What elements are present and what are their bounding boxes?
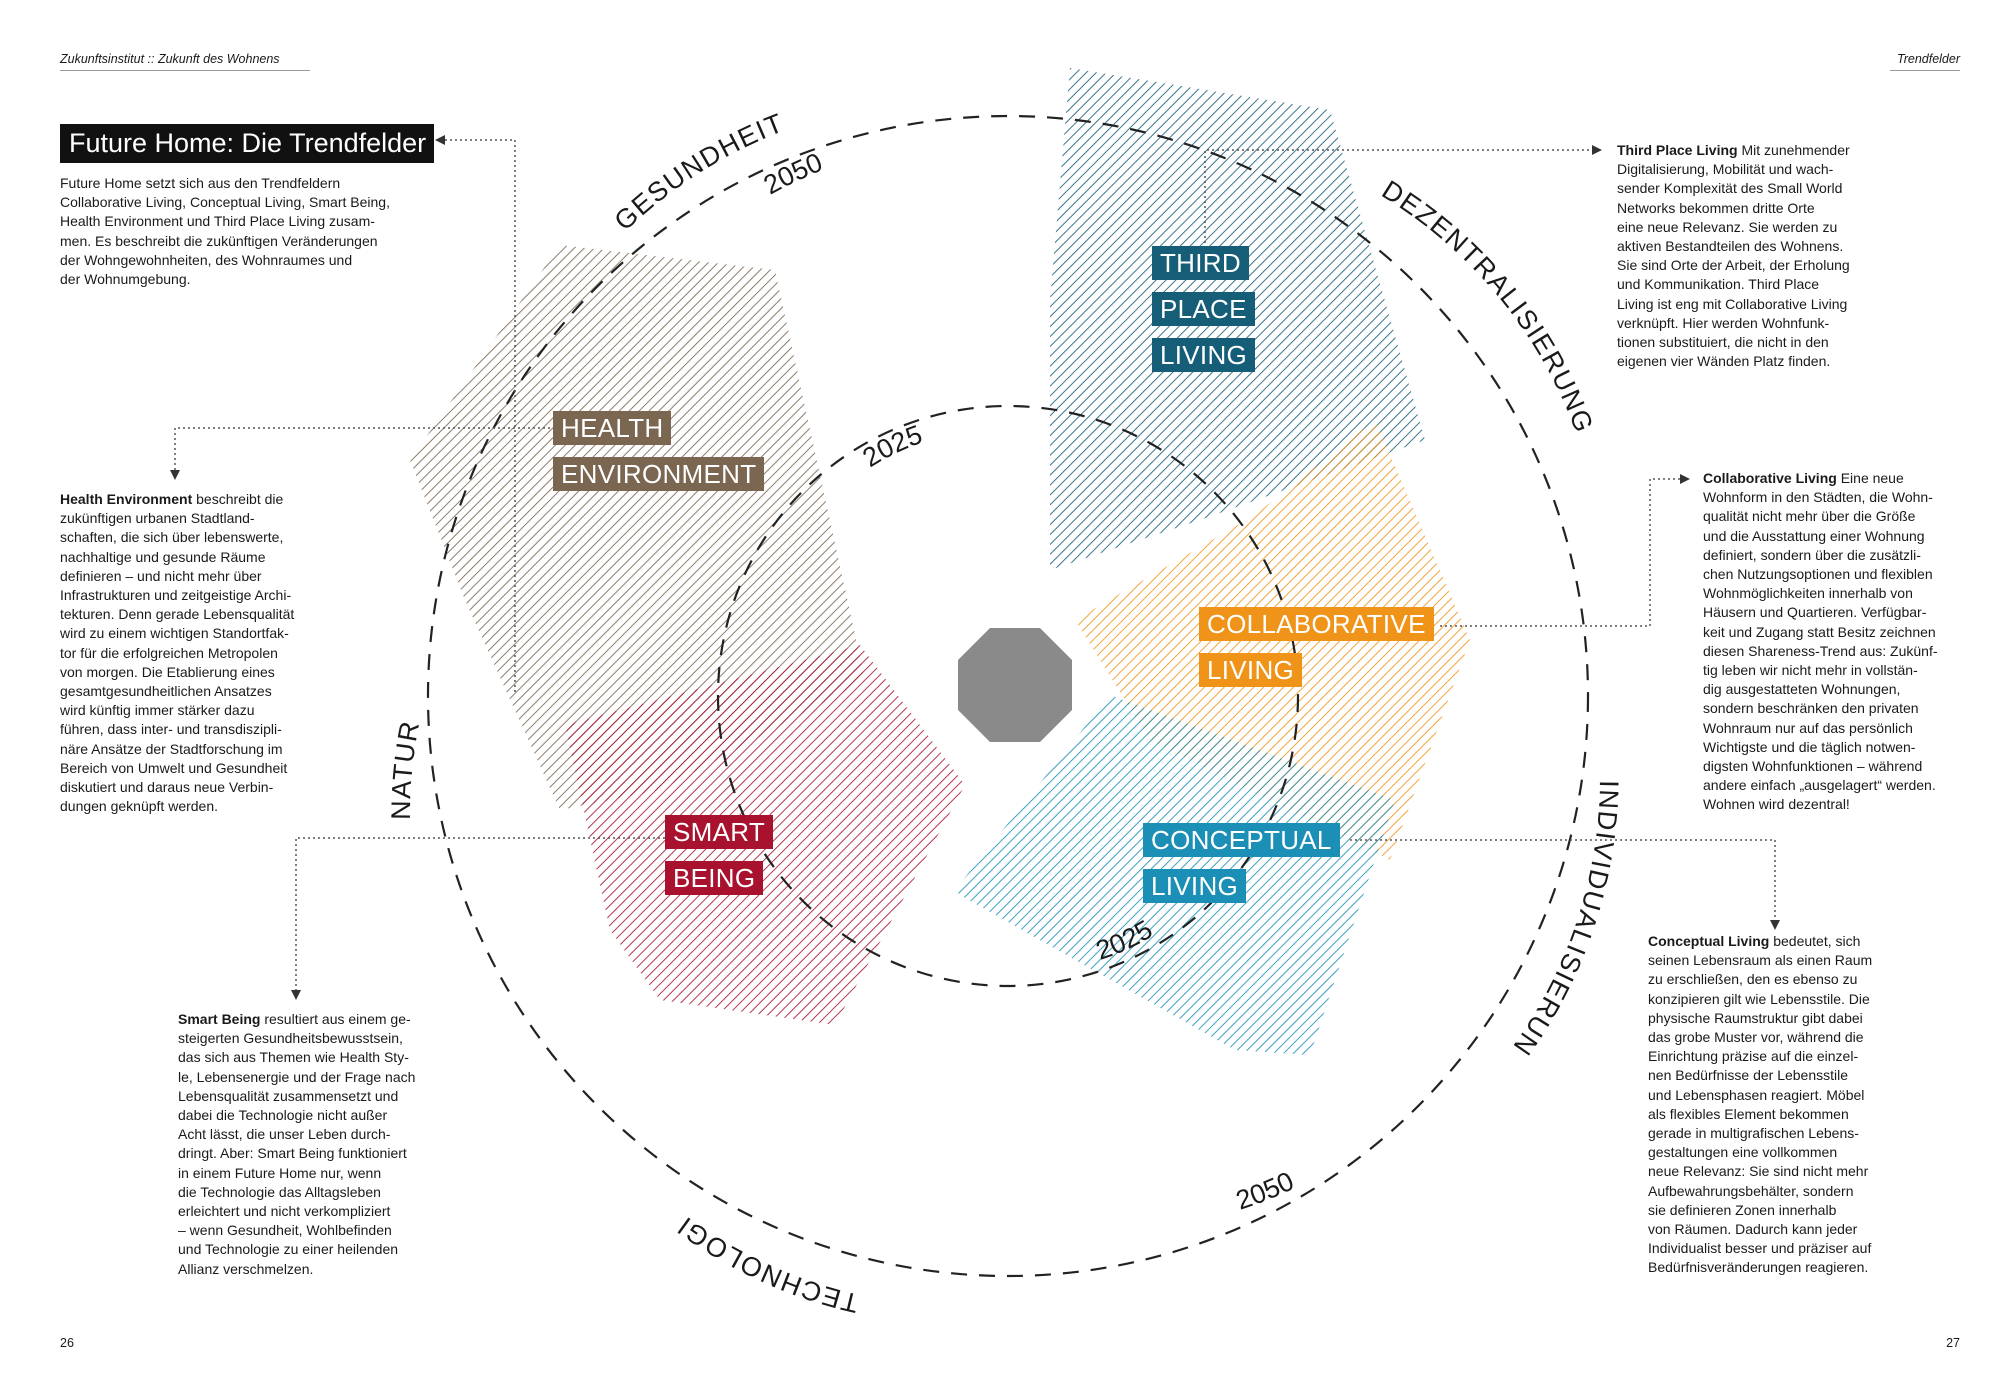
- health-label-line-1: HEALTH: [553, 411, 672, 445]
- smart-being-text: resultiert aus einem ge- steigerten Gesu…: [178, 1011, 416, 1277]
- connector-arrows: [170, 135, 1780, 1000]
- page-title: Future Home: Die Trendfelder: [60, 124, 435, 163]
- health-environment-term: Health Environment: [60, 491, 193, 507]
- third-label-line-3: LIVING: [1152, 338, 1256, 372]
- third-label-line-2: PLACE: [1152, 292, 1255, 326]
- header-rule-right: [1890, 70, 1960, 71]
- health-environment-text: beschreibt die zukünftigen urbanen Stadt…: [60, 491, 295, 815]
- collab-label-line-1: COLLABORATIVE: [1199, 607, 1434, 641]
- third-place-living-paragraph: Third Place Living Mit zunehmender Digit…: [1617, 141, 1907, 371]
- arrow-third: [1592, 145, 1602, 155]
- conceptual-living-term: Conceptual Living: [1648, 933, 1770, 949]
- smart-being-term: Smart Being: [178, 1011, 261, 1027]
- arrow-title: [435, 135, 445, 145]
- arrow-collab: [1680, 474, 1690, 484]
- center-octagon: [958, 628, 1072, 742]
- year-2025-top: 2025: [857, 419, 926, 473]
- arrow-health: [170, 470, 180, 480]
- driver-natur: NATUR: [386, 718, 425, 820]
- collaborative-living-term: Collaborative Living: [1703, 470, 1837, 486]
- arrow-smart: [291, 990, 301, 1000]
- year-2050-bottom: 2050: [1232, 1166, 1298, 1216]
- header-rule-left: [60, 70, 310, 71]
- smart-label-line-2: BEING: [665, 861, 764, 895]
- intro-text: Future Home setzt sich aus den Trendfeld…: [60, 175, 390, 288]
- page-number-left: 26: [60, 1336, 74, 1350]
- health-environment-paragraph: Health Environment beschreibt die zukünf…: [60, 490, 325, 816]
- connector-conceptual: [1350, 839, 1776, 920]
- connector-third: [1204, 149, 1592, 258]
- smart-label-line-1: SMART: [665, 815, 774, 849]
- third-place-living-term: Third Place Living: [1617, 142, 1738, 158]
- page-number-right: 27: [1946, 1336, 1960, 1350]
- conceptual-living-text: bedeutet, sich seinen Lebensraum als ein…: [1648, 933, 1873, 1276]
- header-left: Zukunftsinstitut :: Zukunft des Wohnens: [60, 52, 280, 66]
- third-place-living-text: Mit zunehmender Digitalisierung, Mobilit…: [1617, 142, 1850, 370]
- arrow-conceptual: [1770, 920, 1780, 930]
- header-right: Trendfelder: [1897, 52, 1960, 66]
- third-label-line-1: THIRD: [1152, 246, 1249, 280]
- smart-being-paragraph: Smart Being resultiert aus einem ge- ste…: [178, 1010, 448, 1279]
- collaborative-living-text: Eine neue Wohnform in den Städten, die W…: [1703, 470, 1938, 813]
- conceptual-label-line-2: LIVING: [1143, 869, 1247, 903]
- conceptual-living-paragraph: Conceptual Living bedeutet, sich seinen …: [1648, 932, 1918, 1278]
- connector-title: [445, 139, 516, 692]
- health-environment-shape: [410, 245, 865, 810]
- collaborative-living-paragraph: Collaborative Living Eine neue Wohnform …: [1703, 469, 1978, 815]
- health-label-line-2: ENVIRONMENT: [553, 457, 765, 491]
- intro-paragraph: Future Home setzt sich aus den Trendfeld…: [60, 174, 420, 289]
- conceptual-label-line-1: CONCEPTUAL: [1143, 823, 1340, 857]
- inner-circle-2025: [716, 404, 1300, 988]
- connector-collab: [1440, 478, 1680, 627]
- year-2050-top: 2050: [759, 147, 827, 200]
- outer-circle-2050: [426, 114, 1590, 1278]
- connector-health: [174, 427, 560, 470]
- connector-smart: [295, 837, 665, 990]
- collab-label-line-2: LIVING: [1199, 653, 1303, 687]
- connector-lines: [174, 139, 1776, 990]
